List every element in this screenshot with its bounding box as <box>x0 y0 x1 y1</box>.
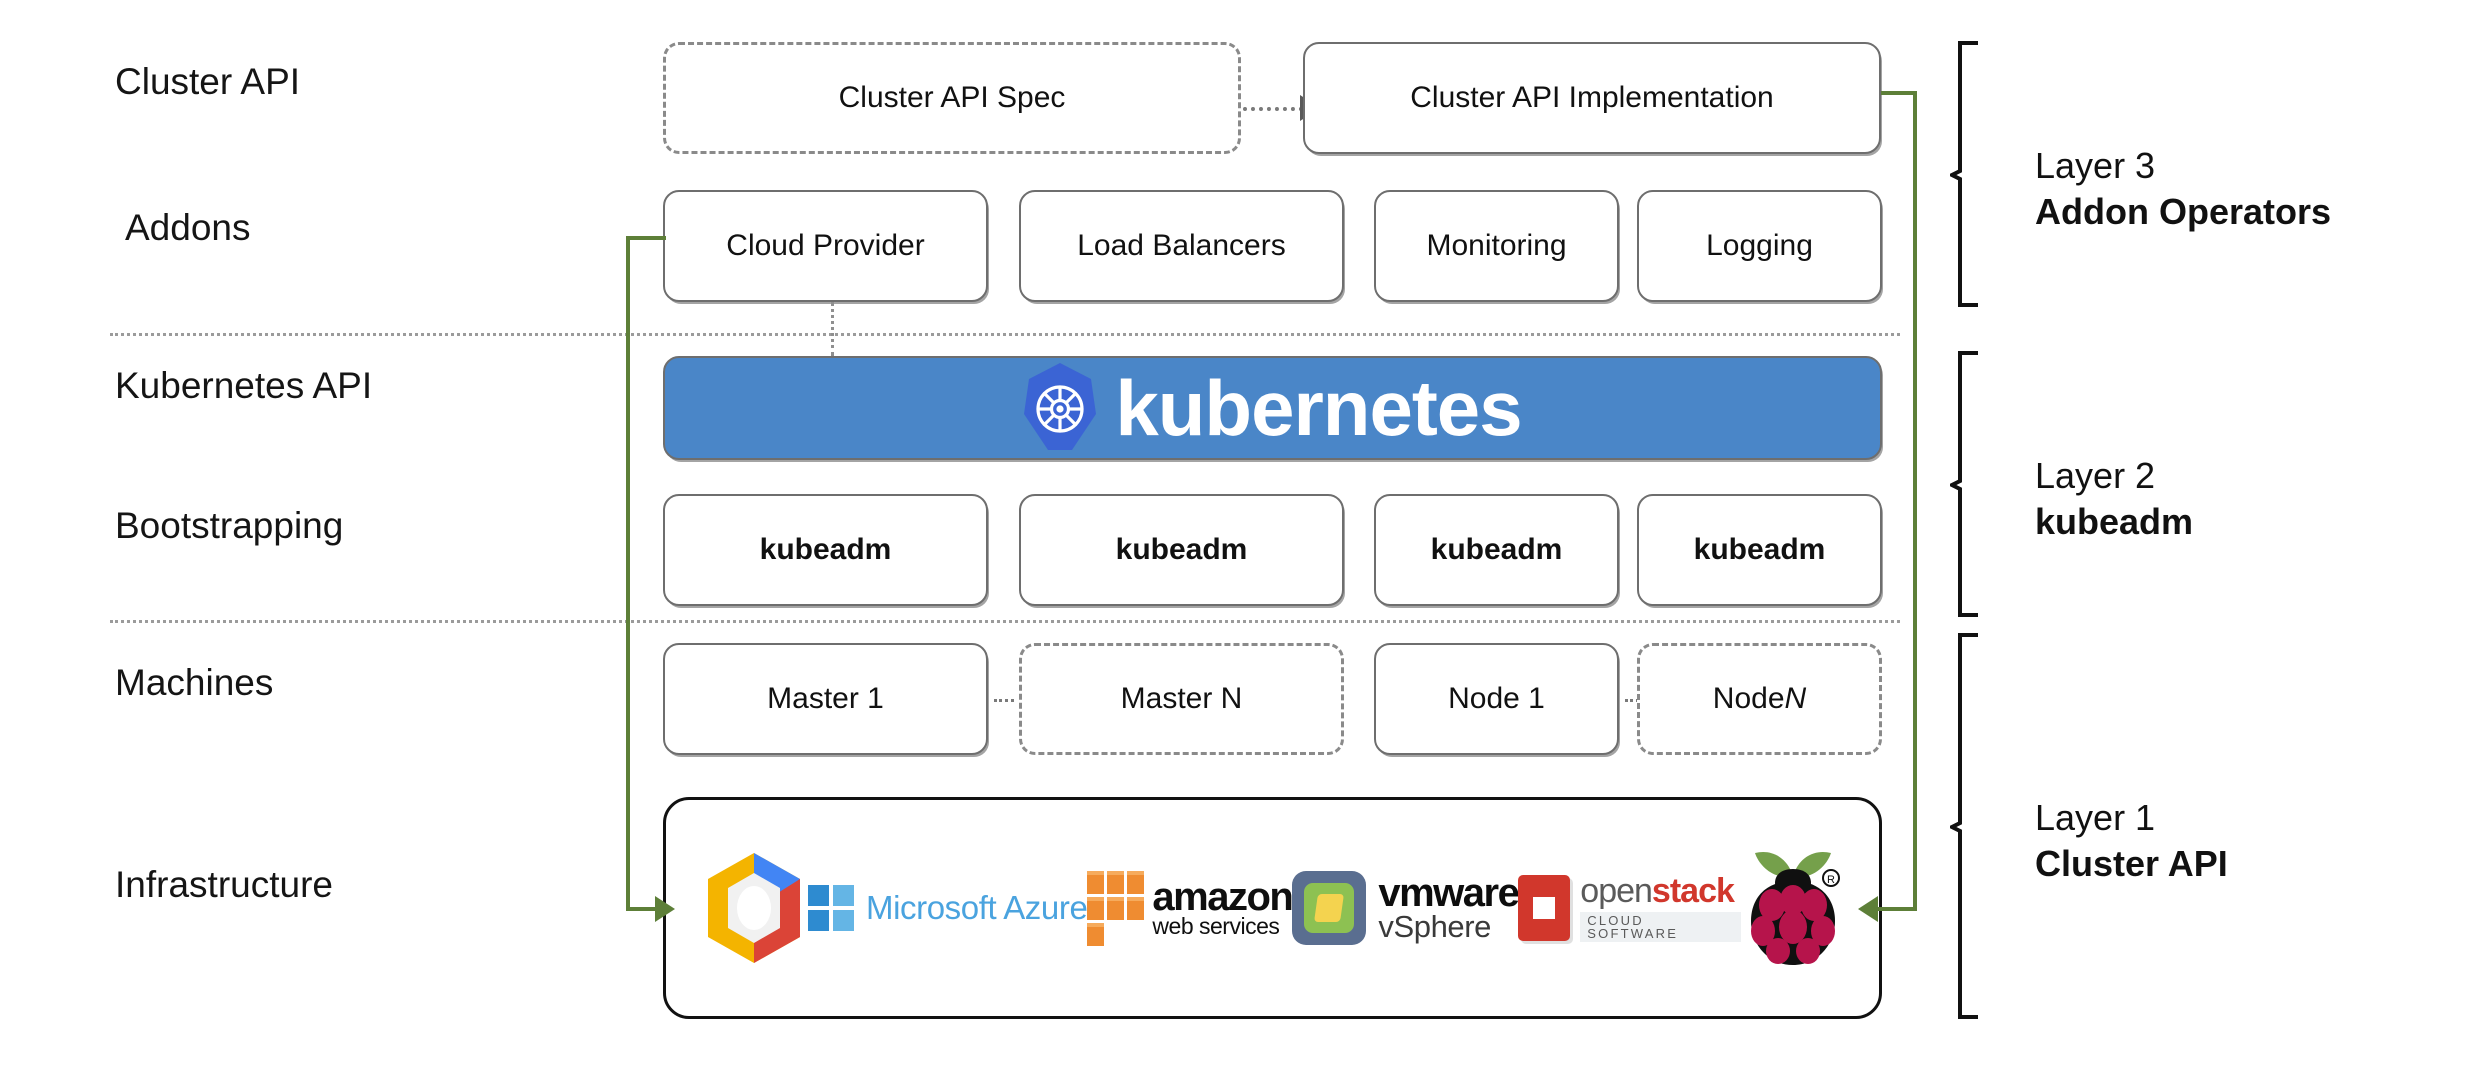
addon-box-logging[interactable]: Logging <box>1637 190 1882 302</box>
openstack-label-stack: stack <box>1651 872 1735 910</box>
kubeadm-label-4: kubeadm <box>1693 533 1826 566</box>
machine-box-node-1[interactable]: Node 1 <box>1374 643 1619 755</box>
machine-box-node-n[interactable]: Node N <box>1637 643 1882 755</box>
svg-text:R: R <box>1827 874 1835 886</box>
layer-2-number: Layer 2 <box>2035 455 2156 496</box>
aws-cubes-icon <box>1087 870 1145 946</box>
layer-2-brace <box>1950 351 1978 617</box>
machine-label-node-n: Node <box>1712 682 1785 715</box>
row-label-addons: Addons <box>125 207 251 248</box>
row-label-machines: Machines <box>115 662 274 703</box>
layer-3-number: Layer 3 <box>2035 145 2156 186</box>
addon-box-monitoring[interactable]: Monitoring <box>1374 190 1619 302</box>
cloud-provider-to-infrastructure-bottom-stub <box>626 907 662 911</box>
cluster-api-implementation-label: Cluster API Implementation <box>1410 81 1774 114</box>
openstack-label-open: open <box>1580 872 1653 910</box>
implementation-to-infrastructure-bottom-stub <box>1878 907 1917 911</box>
openstack-label-tagline: CLOUD SOFTWARE <box>1580 912 1741 942</box>
kubeadm-box-3[interactable]: kubeadm <box>1374 494 1619 606</box>
row-label-cluster-api: Cluster API <box>115 61 301 102</box>
layer-separator-top <box>110 333 1900 336</box>
vmware-tile-icon <box>1292 871 1367 945</box>
layer-2-label: Layer 2 kubeadm <box>2035 453 2193 545</box>
layer-3-brace <box>1950 41 1978 307</box>
implementation-to-infrastructure-top-stub <box>1881 91 1917 95</box>
kubeadm-box-1[interactable]: kubeadm <box>663 494 988 606</box>
vmware-label-vmware: vmware <box>1378 870 1519 915</box>
layer-1-brace <box>1950 633 1978 1019</box>
amazon-web-services-logo[interactable]: amazon web services <box>1087 848 1294 968</box>
openstack-label: openstack <box>1580 872 1735 910</box>
machine-label-node-1: Node 1 <box>1448 682 1545 715</box>
machine-label-master-1: Master 1 <box>767 682 884 715</box>
cluster-api-spec-box[interactable]: Cluster API Spec <box>663 42 1241 154</box>
layer-3-name: Addon Operators <box>2035 191 2332 233</box>
addon-label-logging: Logging <box>1706 229 1813 262</box>
cloud-provider-to-infrastructure-top-stub <box>626 236 666 240</box>
addon-box-cloud-provider[interactable]: Cloud Provider <box>663 190 988 302</box>
cloud-provider-to-infrastructure-vertical <box>626 236 630 911</box>
spec-to-implementation-connector <box>1243 107 1303 111</box>
vmware-vsphere-logo[interactable]: vmware vSphere <box>1292 848 1520 968</box>
kubeadm-label-1: kubeadm <box>759 533 892 566</box>
machine-label-master-n: Master N <box>1120 682 1243 715</box>
machine-label-node-n-italic: N <box>1784 682 1807 715</box>
microsoft-azure-logo[interactable]: Microsoft Azure <box>808 848 1088 968</box>
raspberry-pi-logo[interactable]: R <box>1741 848 1845 968</box>
node-ellipsis-connector <box>1625 699 1645 702</box>
addon-label-monitoring: Monitoring <box>1426 229 1567 262</box>
infrastructure-right-arrowhead <box>1858 896 1878 922</box>
microsoft-azure-label: Microsoft Azure <box>866 889 1088 926</box>
kubernetes-helm-wheel-icon <box>1024 363 1097 450</box>
addon-label-cloud-provider: Cloud Provider <box>726 229 925 262</box>
cluster-api-spec-label: Cluster API Spec <box>838 81 1066 114</box>
layer-1-label: Layer 1 Cluster API <box>2035 795 2228 887</box>
kubeadm-label-3: kubeadm <box>1430 533 1563 566</box>
kubernetes-wordmark: kubernetes <box>1115 364 1522 452</box>
layer-3-label: Layer 3 Addon Operators <box>2035 143 2331 235</box>
implementation-to-infrastructure-vertical <box>1913 91 1917 911</box>
addon-box-load-balancers[interactable]: Load Balancers <box>1019 190 1344 302</box>
infrastructure-panel[interactable]: Microsoft Azure amazon web services vmwa… <box>663 797 1882 1019</box>
kubernetes-banner[interactable]: kubernetes <box>663 356 1882 460</box>
cluster-api-implementation-box[interactable]: Cluster API Implementation <box>1303 42 1881 154</box>
openstack-mark-icon <box>1518 875 1571 941</box>
kubeadm-label-2: kubeadm <box>1115 533 1248 566</box>
row-label-infrastructure: Infrastructure <box>115 864 333 905</box>
openstack-logo[interactable]: openstack CLOUD SOFTWARE <box>1518 848 1741 968</box>
kubeadm-box-4[interactable]: kubeadm <box>1637 494 1882 606</box>
layer-1-name: Cluster API <box>2035 843 2228 885</box>
layer-separator-bottom <box>110 620 1900 623</box>
master-ellipsis-connector <box>994 699 1014 702</box>
vmware-label-vsphere: vSphere <box>1378 909 1492 945</box>
aws-label-amazon: amazon <box>1152 875 1293 920</box>
google-cloud-platform-logo[interactable] <box>700 848 808 968</box>
kubeadm-box-2[interactable]: kubeadm <box>1019 494 1344 606</box>
microsoft-window-icon <box>808 885 854 931</box>
row-label-kubernetes-api: Kubernetes API <box>115 365 373 406</box>
machine-box-master-1[interactable]: Master 1 <box>663 643 988 755</box>
addon-label-load-balancers: Load Balancers <box>1077 229 1286 262</box>
infrastructure-left-arrowhead <box>655 896 675 922</box>
cloud-provider-to-kubernetes-connector <box>831 302 834 356</box>
machine-box-master-n[interactable]: Master N <box>1019 643 1344 755</box>
row-label-bootstrapping: Bootstrapping <box>115 505 344 546</box>
layer-1-number: Layer 1 <box>2035 797 2156 838</box>
layer-2-name: kubeadm <box>2035 501 2194 543</box>
aws-label-webservices: web services <box>1152 912 1280 939</box>
